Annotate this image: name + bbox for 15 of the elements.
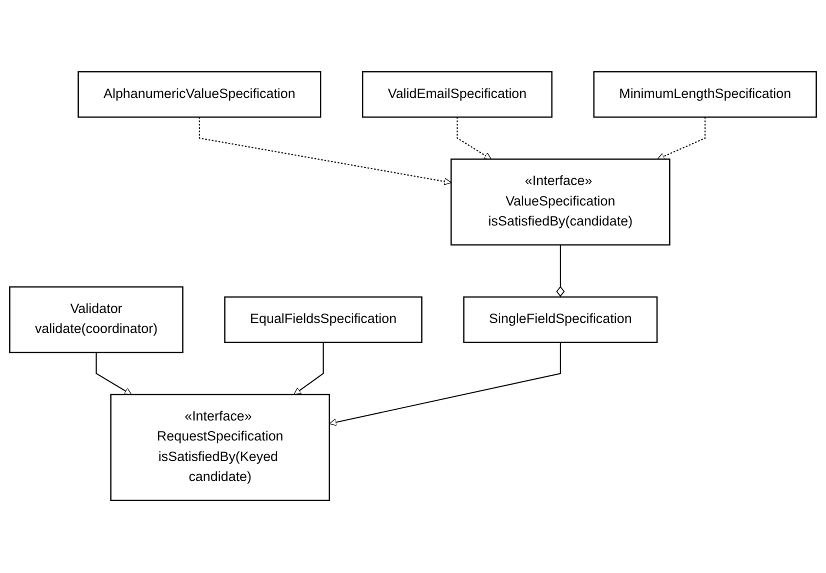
node-box: «Interface» RequestSpecification isSatisfiedBy(Keyed candidate)	[110, 394, 330, 502]
connector	[556, 245, 565, 298]
node-box: EqualFieldsSpecification	[224, 296, 422, 344]
arrow	[329, 342, 561, 426]
arrow	[657, 118, 706, 160]
node-box: SingleFieldSpecification	[463, 296, 658, 344]
arrow	[198, 118, 452, 186]
arrow	[294, 342, 324, 396]
arrow	[96, 352, 132, 396]
node-box: MinimumLengthSpecification	[593, 72, 817, 118]
arrow	[456, 118, 492, 160]
node-box: Validator validate(coordinator)	[9, 286, 184, 354]
node-box: ValidEmailSpecification	[362, 72, 552, 118]
node-box: «Interface» ValueSpecification isSatisfiedBy(candidate)	[450, 158, 670, 246]
node-box: AlphanumericValueSpecification	[78, 72, 322, 118]
